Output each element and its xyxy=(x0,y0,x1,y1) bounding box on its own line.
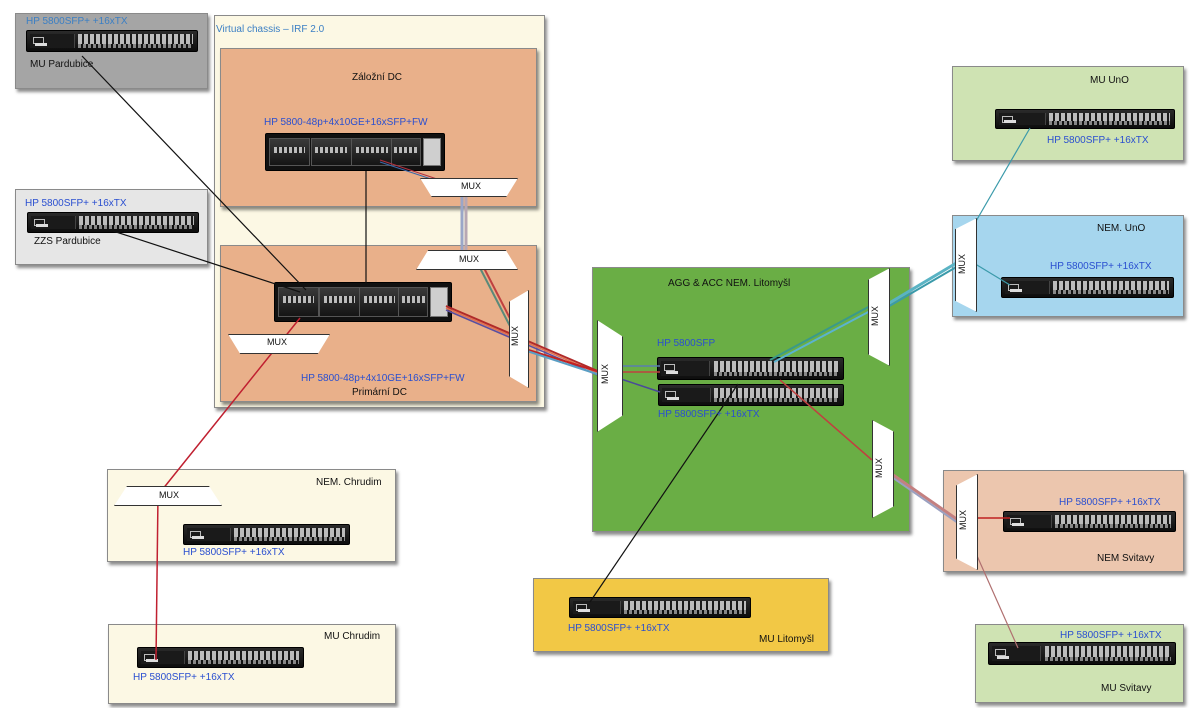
nem-chrudim-switch-label: HP 5800SFP+ +16xTX xyxy=(183,547,285,558)
mu-chrudim-switch-label: HP 5800SFP+ +16xTX xyxy=(133,672,235,683)
primarni-dc-chassis-switch xyxy=(274,282,452,322)
mux-litomysl-right-bottom: MUX xyxy=(872,420,894,518)
mu-litomysl-switch xyxy=(569,597,751,618)
mux-nem-svitavy: MUX xyxy=(956,474,978,570)
mu-pardubice-switch xyxy=(26,30,198,52)
mux-primarni-left: MUX xyxy=(228,334,330,354)
mu-uno-switch-label: HP 5800SFP+ +16xTX xyxy=(1047,135,1149,146)
mu-svitavy-switch-label: HP 5800SFP+ +16xTX xyxy=(1060,630,1162,641)
mu-svitavy-switch xyxy=(988,642,1176,665)
mux-nem-chrudim: MUX xyxy=(114,486,222,506)
primarni-dc-title: Primární DC xyxy=(352,387,408,398)
zzs-pardubice-switch xyxy=(27,212,199,233)
agg-litomysl-switch-2 xyxy=(658,384,844,406)
mux-nem-uno: MUX xyxy=(955,218,977,312)
nem-uno-title: NEM. UnO xyxy=(1097,223,1146,234)
mu-litomysl-title: MU Litomyšl xyxy=(759,634,815,645)
mu-chrudim-title: MU Chrudim xyxy=(324,631,381,642)
mu-pardubice-switch-label: HP 5800SFP+ +16xTX xyxy=(26,16,128,27)
mux-zalozni: MUX xyxy=(420,178,518,197)
mu-uno-switch xyxy=(995,109,1175,129)
zalozni-dc-switch-label: HP 5800-48p+4x10GE+16xSFP+FW xyxy=(264,117,428,128)
zalozni-dc-chassis-switch xyxy=(265,133,445,171)
primarni-dc-switch-label: HP 5800-48p+4x10GE+16xSFP+FW xyxy=(301,373,465,384)
nem-svitavy-switch-label: HP 5800SFP+ +16xTX xyxy=(1059,497,1161,508)
mu-uno-title: MU UnO xyxy=(1090,75,1129,86)
nem-uno-switch xyxy=(1001,277,1174,298)
mux-primarni-right: MUX xyxy=(509,290,529,388)
agg-litomysl-switch2-label: HP 5800SFP+ +16xTX xyxy=(658,409,760,420)
nem-svitavy-switch xyxy=(1003,511,1176,532)
mux-litomysl-left: MUX xyxy=(597,320,623,432)
zzs-pardubice-title: ZZS Pardubice xyxy=(34,236,101,247)
agg-litomysl-title: AGG & ACC NEM. Litomyšl xyxy=(668,278,791,289)
virtual-chassis-label: Virtual chassis – IRF 2.0 xyxy=(216,24,325,35)
zalozni-dc-title: Záložní DC xyxy=(352,72,403,83)
nem-svitavy-title: NEM Svitavy xyxy=(1097,553,1155,564)
mux-litomysl-right-top: MUX xyxy=(868,268,890,366)
agg-litomysl-switch-1 xyxy=(657,357,844,380)
nem-chrudim-switch xyxy=(183,524,350,545)
nem-chrudim-title: NEM. Chrudim xyxy=(316,477,382,488)
nem-uno-switch-label: HP 5800SFP+ +16xTX xyxy=(1050,261,1152,272)
mux-primarni-top: MUX xyxy=(416,250,518,270)
mu-svitavy-title: MU Svitavy xyxy=(1101,683,1152,694)
mu-litomysl-switch-label: HP 5800SFP+ +16xTX xyxy=(568,623,670,634)
zzs-pardubice-switch-label: HP 5800SFP+ +16xTX xyxy=(25,198,127,209)
mu-pardubice-title: MU Pardubice xyxy=(30,59,94,70)
agg-litomysl-switch1-label: HP 5800SFP xyxy=(657,338,716,349)
mu-chrudim-switch xyxy=(137,647,304,668)
